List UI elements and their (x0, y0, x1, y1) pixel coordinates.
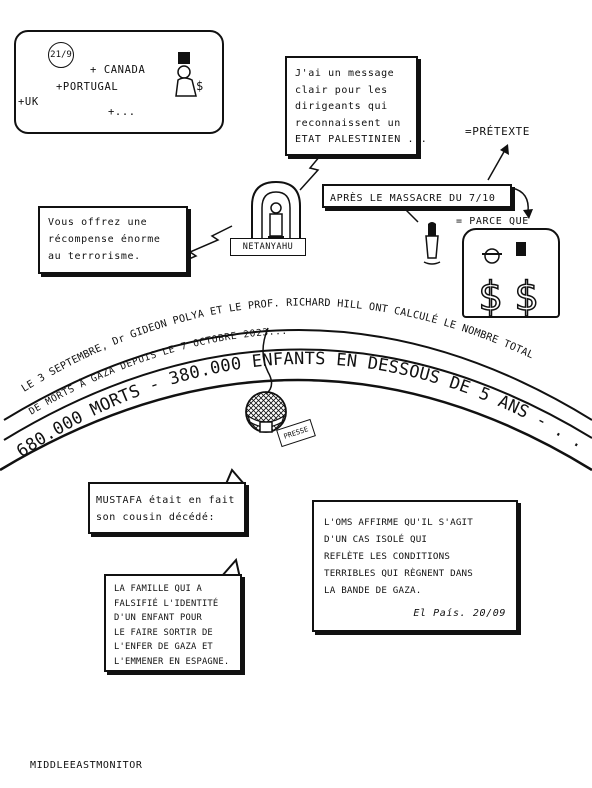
terrorisme-bubble: Vous offrez une récompense énorme au ter… (38, 206, 188, 274)
bubble-line: au terrorisme. (48, 251, 141, 262)
bubble-line: LA FAMILLE QUI A (114, 584, 202, 594)
famille-bubble: LA FAMILLE QUI A FALSIFIÉ L'IDENTITÉ D'U… (104, 574, 242, 672)
bubble-line: dirigeants qui (295, 101, 388, 112)
country-uk: +UK (18, 96, 39, 108)
bubble-line: D'UN ENFANT POUR (114, 613, 202, 623)
bubble-line: Vous offrez une (48, 217, 148, 228)
country-canada: + CANADA (90, 64, 146, 76)
bubble-line: clair pour les (295, 84, 388, 96)
oms-line: REFLÈTE LES CONDITIONS (324, 551, 451, 562)
microphone-illustration (245, 391, 287, 433)
oms-line: TERRIBLES QUI RÈGNENT DANS (324, 568, 474, 579)
svg-text:$: $ (478, 274, 502, 316)
standing-figure-illustration (423, 222, 441, 265)
mustafa-bubble: MUSTAFA était en fait son cousin décédé: (88, 482, 246, 534)
parce-que-illustration: $ $ (462, 228, 560, 321)
svg-text:$: $ (196, 79, 203, 93)
press-tag-label: PRESSE (282, 425, 310, 441)
bubble-line: FALSIFIÉ L'IDENTITÉ (114, 598, 219, 609)
oms-line: L'OMS AFFIRME QU'IL S'AGIT (324, 517, 474, 528)
bubble-line: récompense énorme (48, 234, 161, 245)
country-portugal: +PORTUGAL (56, 81, 119, 93)
bubble-line: MUSTAFA était en fait (96, 495, 236, 506)
apres-massacre-caption: APRÈS LE MASSACRE DU 7/10 (322, 184, 512, 208)
country-more: +... (108, 106, 136, 118)
date-label: 21/9 (50, 50, 72, 60)
netanyahu-sign-label: NETANYAHU (242, 242, 294, 252)
bubble-line: LE FAIRE SORTIR DE (114, 627, 213, 638)
bubble-line: reconnaissent un (295, 117, 401, 129)
oms-box: L'OMS AFFIRME QU'IL S'AGIT D'UN CAS ISOL… (312, 500, 518, 632)
bubble-line: L'EMMENER EN ESPAGNE. (114, 656, 230, 667)
oms-line: LA BANDE DE GAZA. (324, 585, 422, 596)
parce-que-label: = PARCE QUE (456, 216, 529, 227)
dollar-figures-illustration: $ $ (477, 242, 539, 321)
svg-text:$: $ (514, 274, 538, 316)
bubble-line: L'ENFER DE GAZA ET (114, 642, 213, 652)
oms-line: D'UN CAS ISOLÉ QUI (324, 534, 428, 545)
oms-source: El País. 20/09 (413, 608, 506, 619)
bubble-line: ETAT PALESTINIEN ... (295, 134, 428, 145)
date-circle: 21/9 (48, 42, 74, 68)
netanyahu-message-bubble: J'ai un message clair pour les dirigeant… (285, 56, 428, 156)
pretexte-label: =PRÉTEXTE (465, 125, 531, 138)
apres-massacre-text: APRÈS LE MASSACRE DU 7/10 (330, 193, 496, 204)
netanyahu-sign: NETANYAHU (230, 238, 306, 256)
credit-label: MIDDLEEASTMONITOR (30, 760, 143, 771)
bubble-line: son cousin décédé: (96, 512, 216, 523)
small-figure-illustration: $ (175, 52, 203, 97)
bubble-line: J'ai un message (295, 68, 395, 79)
